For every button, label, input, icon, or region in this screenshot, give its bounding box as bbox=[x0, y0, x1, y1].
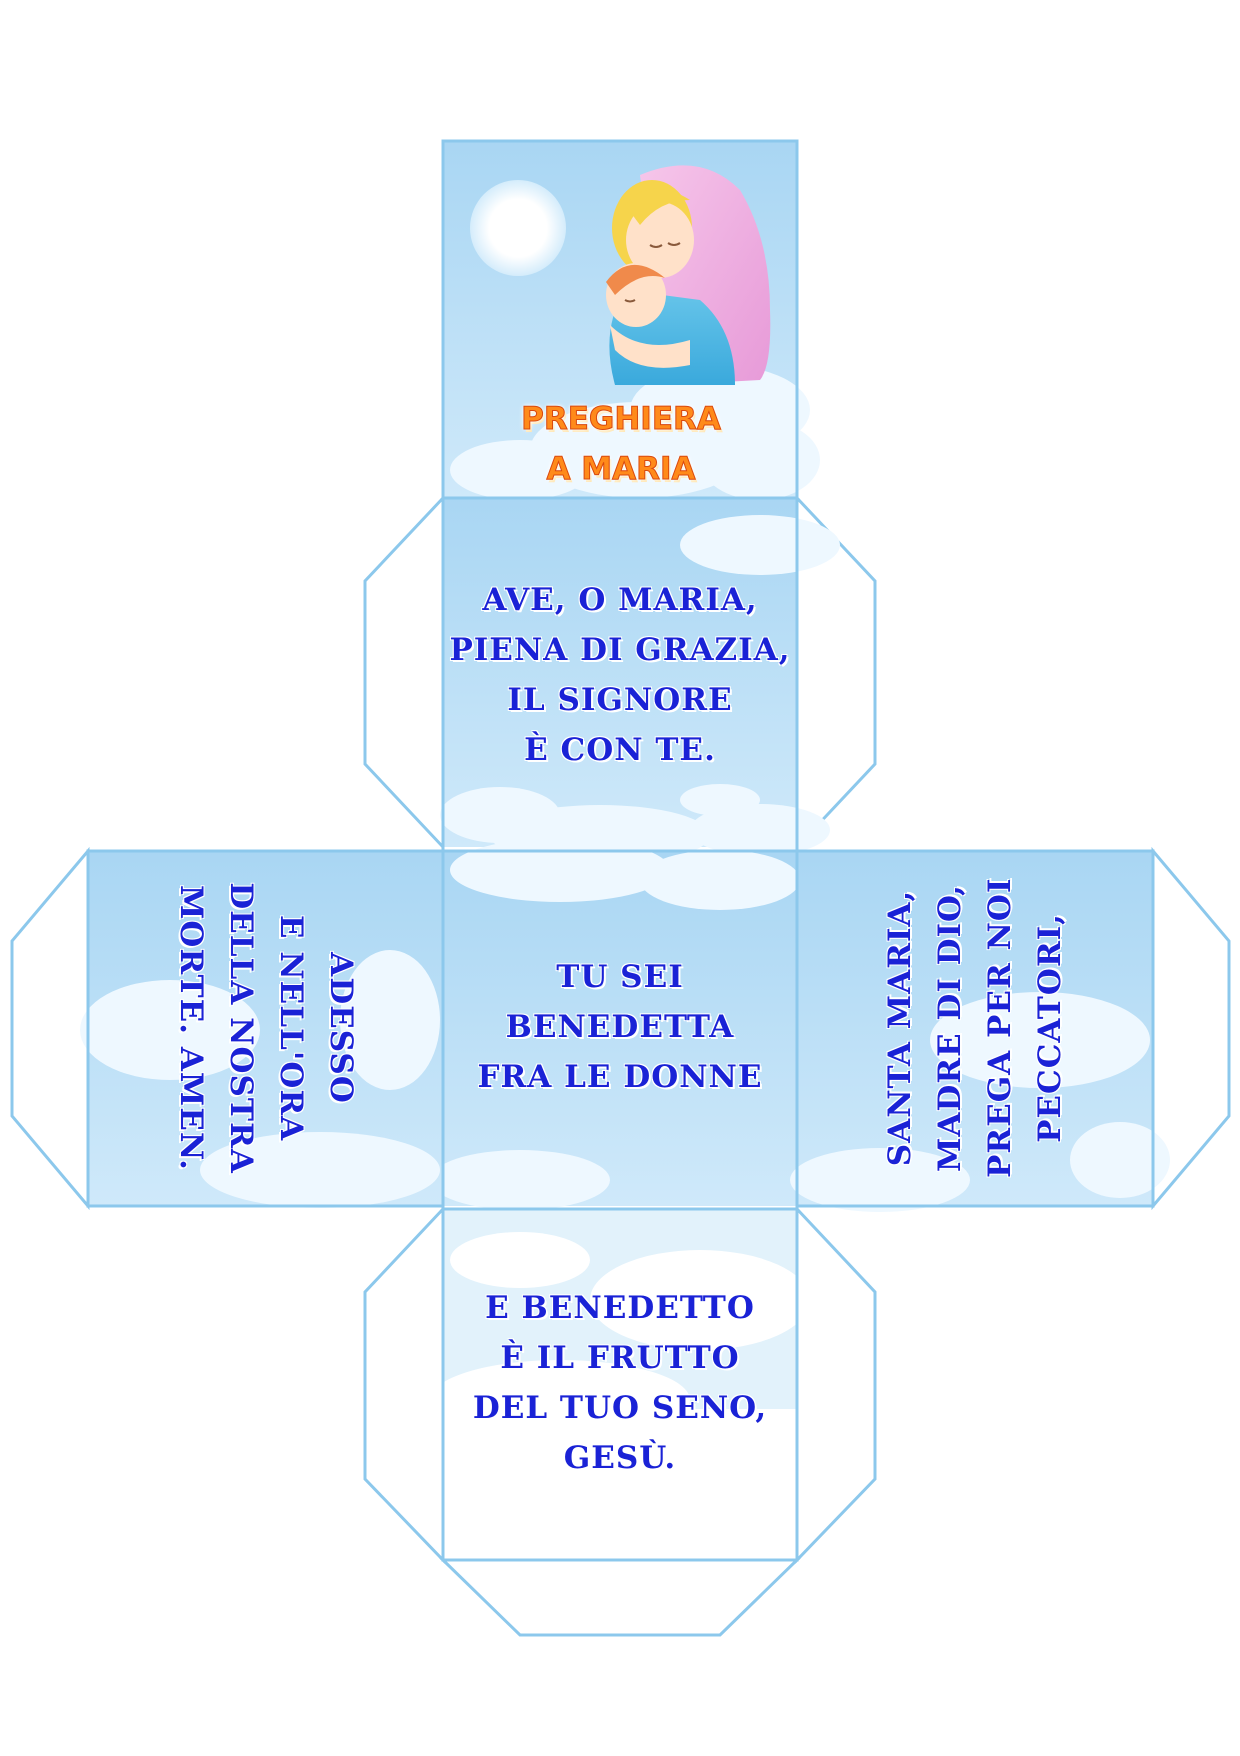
face-right-line: SANTA MARIA, bbox=[882, 889, 918, 1167]
face-right-line: MADRE DI DIO, bbox=[932, 884, 968, 1172]
cover-title: PREGHIERA A MARIA bbox=[444, 394, 798, 494]
face-left-text: ADESSO E NELL'ORA DELLA NOSTRA MORTE. AM… bbox=[166, 878, 366, 1178]
face-top-line: È CON TE. bbox=[524, 732, 716, 768]
face-center-text: TU SEI BENEDETTA FRA LE DONNE bbox=[443, 952, 797, 1102]
face-center bbox=[430, 838, 800, 1210]
face-top-line: IL SIGNORE bbox=[507, 682, 733, 718]
face-right bbox=[790, 851, 1170, 1212]
cover-title-line2: A MARIA bbox=[546, 451, 696, 488]
face-bottom-text: E BENEDETTO È IL FRUTTO DEL TUO SENO, GE… bbox=[443, 1283, 797, 1483]
flap-far-left bbox=[10, 846, 90, 1211]
flap-bottom-right bbox=[795, 1205, 877, 1564]
face-cover bbox=[443, 141, 820, 500]
face-bottom bbox=[430, 1209, 810, 1560]
face-left-line: ADESSO bbox=[323, 952, 359, 1104]
face-center-line: TU SEI bbox=[556, 959, 684, 995]
face-left-line: E NELL'ORA bbox=[273, 914, 309, 1142]
flap-bottom-left bbox=[363, 1205, 445, 1564]
face-center-line: FRA LE DONNE bbox=[477, 1059, 763, 1095]
face-center-line: BENEDETTA bbox=[505, 1009, 735, 1045]
cover-title-line1: PREGHIERA bbox=[521, 401, 722, 438]
face-bottom-line: È IL FRUTTO bbox=[500, 1340, 740, 1376]
face-bottom-line: DEL TUO SENO, bbox=[472, 1390, 768, 1426]
face-left-line: MORTE. AMEN. bbox=[173, 885, 209, 1171]
face-left-line: DELLA NOSTRA bbox=[223, 882, 259, 1174]
sun-icon bbox=[470, 180, 566, 276]
madonna-and-child-illustration bbox=[606, 165, 771, 385]
flap-bottom bbox=[439, 1558, 801, 1637]
face-right-text: SANTA MARIA, MADRE DI DIO, PREGA PER NOI… bbox=[875, 878, 1075, 1178]
face-top bbox=[440, 498, 840, 865]
face-bottom-line: GESÙ. bbox=[563, 1440, 677, 1476]
face-right-line: PREGA PER NOI bbox=[982, 877, 1018, 1178]
face-outlines bbox=[86, 139, 1155, 1562]
flap-top-left bbox=[363, 494, 445, 851]
face-right-line: PECCATORI, bbox=[1032, 913, 1068, 1143]
face-top-line: PIENA DI GRAZIA, bbox=[449, 632, 791, 668]
face-left bbox=[80, 851, 443, 1208]
face-top-line: AVE, O MARIA, bbox=[482, 582, 758, 618]
face-bottom-line: E BENEDETTO bbox=[485, 1290, 755, 1326]
face-top-text: AVE, O MARIA, PIENA DI GRAZIA, IL SIGNOR… bbox=[443, 575, 797, 775]
